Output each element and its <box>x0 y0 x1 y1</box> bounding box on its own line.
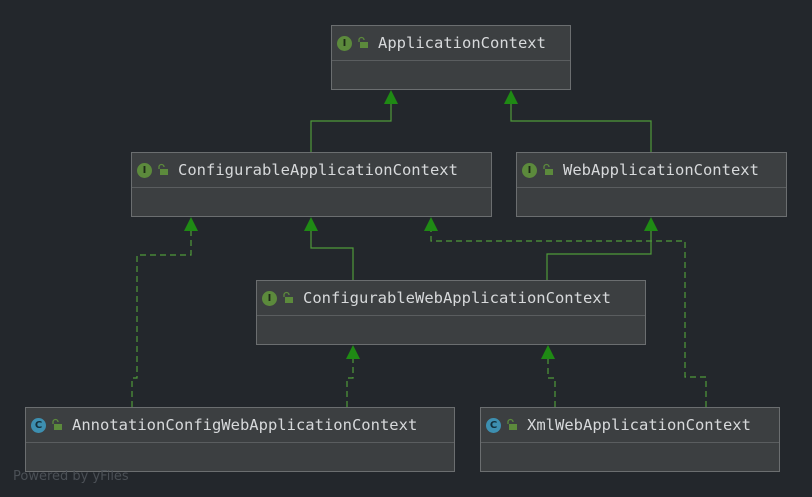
interface-icon: I <box>337 35 352 51</box>
node-configurable-web-application-context[interactable]: I ConfigurableWebApplicationContext <box>256 280 646 345</box>
node-label: XmlWebApplicationContext <box>527 416 751 434</box>
inheritance-arrowhead <box>424 217 438 231</box>
node-label: ApplicationContext <box>378 34 546 52</box>
node-label: WebApplicationContext <box>563 161 759 179</box>
node-label: AnnotationConfigWebApplicationContext <box>72 416 418 434</box>
interface-icon: I <box>522 162 537 178</box>
inheritance-arrowhead <box>384 90 398 104</box>
inheritance-arrowhead <box>346 345 360 359</box>
implements-edge <box>131 231 192 407</box>
extends-edge <box>310 104 392 152</box>
node-annotation-config-web-application-context[interactable]: C AnnotationConfigWebApplicationContext <box>25 407 455 472</box>
node-configurable-application-context[interactable]: I ConfigurableApplicationContext <box>131 152 492 217</box>
open-lock-icon <box>507 418 517 430</box>
class-icon: C <box>486 417 501 433</box>
open-lock-icon <box>52 418 62 430</box>
implements-edge <box>430 231 707 407</box>
interface-icon: I <box>262 290 277 306</box>
open-lock-icon <box>358 36 368 48</box>
node-application-context[interactable]: I ApplicationContext <box>331 25 571 90</box>
node-xml-web-application-context[interactable]: C XmlWebApplicationContext <box>480 407 780 472</box>
extends-edge <box>546 231 652 280</box>
class-icon: C <box>31 417 46 433</box>
interface-icon: I <box>137 162 152 178</box>
extends-edge <box>310 231 354 280</box>
extends-edge <box>510 104 652 152</box>
node-label: ConfigurableApplicationContext <box>178 161 458 179</box>
implements-edge <box>547 359 556 407</box>
inheritance-arrowhead <box>504 90 518 104</box>
inheritance-arrowhead <box>304 217 318 231</box>
watermark: Powered by yFiles <box>13 469 129 484</box>
node-web-application-context[interactable]: I WebApplicationContext <box>516 152 787 217</box>
inheritance-arrowhead <box>184 217 198 231</box>
inheritance-arrowhead <box>541 345 555 359</box>
implements-edge <box>346 359 354 407</box>
open-lock-icon <box>543 163 553 175</box>
inheritance-arrowhead <box>644 217 658 231</box>
node-label: ConfigurableWebApplicationContext <box>303 289 611 307</box>
open-lock-icon <box>283 291 293 303</box>
open-lock-icon <box>158 163 168 175</box>
